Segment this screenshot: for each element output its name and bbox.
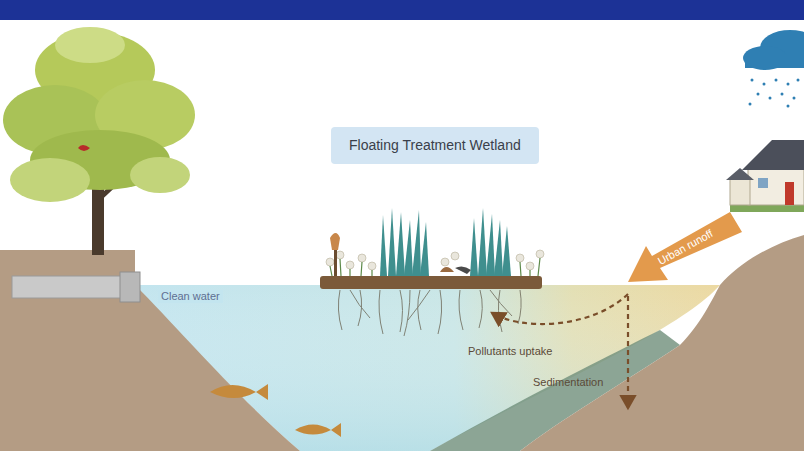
wetland-plants bbox=[326, 208, 544, 276]
runoff-arrow bbox=[628, 212, 742, 282]
title-box: Floating Treatment Wetland bbox=[331, 127, 539, 164]
uptake-label: Pollutants uptake bbox=[468, 345, 552, 358]
plant-roots bbox=[338, 290, 521, 336]
sedimentation-label: Sedimentation bbox=[533, 376, 603, 389]
house bbox=[726, 140, 804, 212]
rain-cloud bbox=[743, 30, 804, 108]
top-bar bbox=[0, 0, 804, 20]
left-bank bbox=[0, 250, 300, 451]
sedimentation-arrow bbox=[627, 296, 629, 408]
water-label: Clean water bbox=[158, 290, 223, 303]
outlet-pipe bbox=[12, 276, 138, 298]
right-bank bbox=[520, 235, 804, 451]
fish bbox=[210, 384, 341, 437]
floating-mat bbox=[320, 276, 542, 289]
tree bbox=[3, 27, 195, 255]
uptake-arrow bbox=[492, 294, 628, 324]
